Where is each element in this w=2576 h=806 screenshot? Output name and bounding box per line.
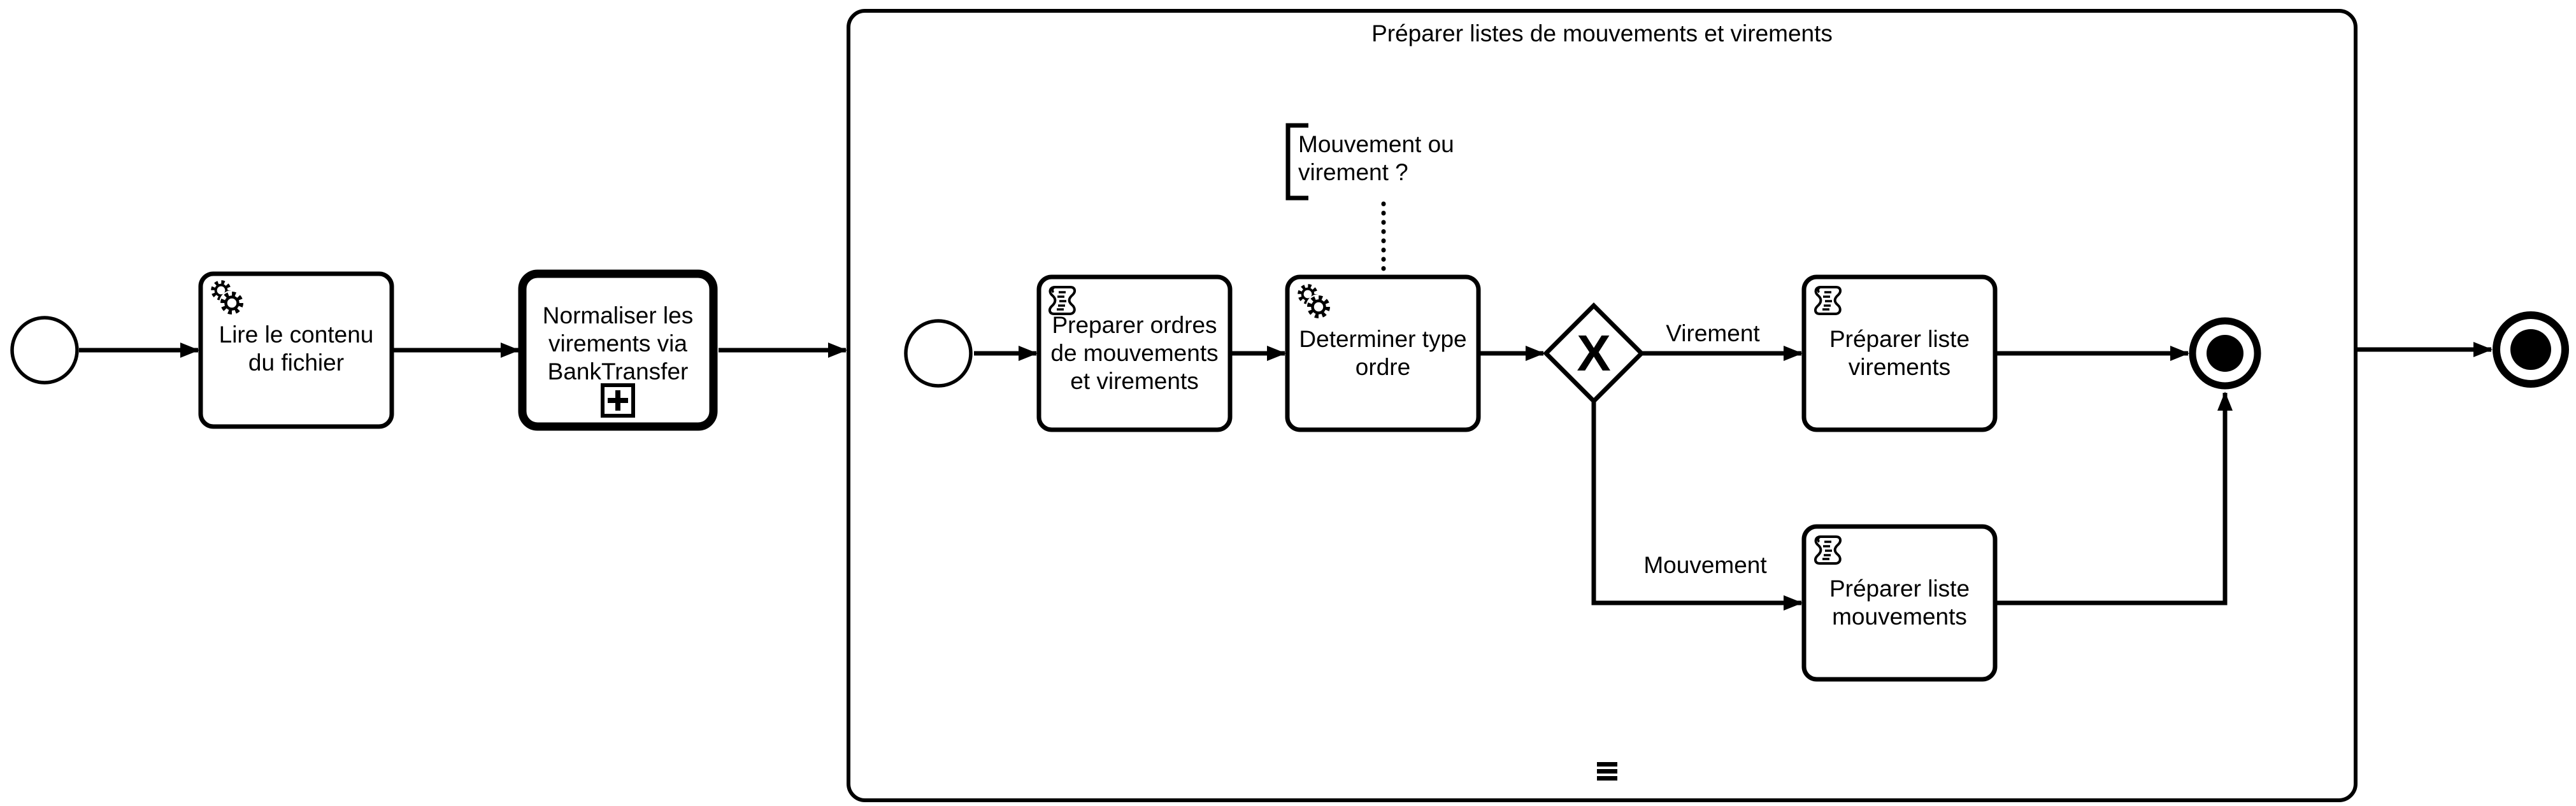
subprocess-title: Préparer listes de mouvements et viremen… — [1371, 20, 1833, 46]
task-liste-virements-shape[interactable] — [1801, 274, 1998, 432]
flow-mouvement[interactable] — [1591, 401, 1803, 611]
task-lire-shape[interactable] — [198, 271, 394, 429]
flow-liste-mouvements-to-end[interactable] — [1995, 392, 2233, 605]
inner-end-event[interactable] — [2189, 317, 2261, 390]
final-end-event[interactable] — [2493, 311, 2569, 388]
task-preparer-ordres-label: Preparer ordres de mouvements et viremen… — [1050, 312, 1219, 394]
outer-start-event[interactable] — [10, 316, 79, 385]
inner-start-event[interactable] — [904, 319, 973, 388]
task-determiner-shape[interactable] — [1285, 274, 1481, 432]
annotation-bracket[interactable] — [1285, 123, 1308, 201]
task-liste-mouvements-shape[interactable] — [1801, 524, 1998, 682]
plus-subprocess-marker-icon — [601, 383, 635, 418]
task-determiner-label: Determiner type ordre — [1299, 326, 1467, 380]
task-normaliser-label: Normaliser les virements via BankTransfe… — [542, 302, 694, 385]
task-liste-virements-label: Préparer liste virements — [1829, 326, 1970, 380]
task-liste-mouvements-label: Préparer liste mouvements — [1829, 576, 1970, 630]
gateway-x-marker: X — [1577, 325, 1611, 381]
exclusive-gateway-shape[interactable] — [1543, 302, 1645, 404]
annotation-text[interactable]: Mouvement ou virement ? — [1298, 131, 1454, 185]
sequential-mi-marker-icon — [1597, 762, 1617, 781]
task-preparer-ordres-shape[interactable] — [1036, 274, 1233, 432]
flow-mouvement-label: Mouvement — [1643, 552, 1767, 578]
flow-virement-label: Virement — [1666, 320, 1760, 346]
task-lire-label: Lire le contenu du fichier — [218, 322, 374, 376]
task-normaliser-shape[interactable] — [518, 269, 718, 431]
